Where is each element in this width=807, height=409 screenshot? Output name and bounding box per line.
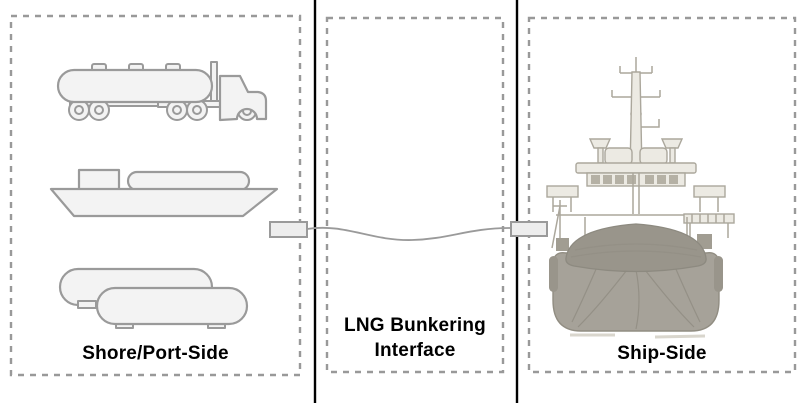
truck-tank-body xyxy=(56,68,214,104)
bunkering-hose-icon xyxy=(269,221,548,241)
truck-cab xyxy=(218,74,268,122)
lng-storage-tanks-icon xyxy=(58,267,249,329)
ship-bow-fender xyxy=(565,223,707,273)
ship-bridge-windows xyxy=(591,175,678,184)
shore-side-connector xyxy=(269,221,308,238)
lng-fuelled-ship-bow-icon xyxy=(546,57,735,339)
storage-tank-front xyxy=(95,286,249,326)
shore-zone-box xyxy=(9,14,302,377)
barge-hull xyxy=(49,187,279,218)
shore-zone-label: Shore/Port-Side xyxy=(82,343,229,364)
ship-wheelhouse xyxy=(575,147,697,187)
ship-deck-bitt xyxy=(556,238,569,251)
lng-bunker-barge-icon xyxy=(49,168,279,218)
ship-waterline-shadow xyxy=(570,333,706,339)
barge-cabin xyxy=(77,168,121,192)
ship-zone-label: Ship-Side xyxy=(617,343,707,364)
tank-foot xyxy=(77,300,97,309)
ship-side-fender xyxy=(549,256,558,292)
interface-label-line2: Interface xyxy=(374,340,456,361)
ship-fender-texture xyxy=(570,243,702,258)
ship-zone-box xyxy=(527,16,797,374)
flexible-hose-line xyxy=(306,226,512,241)
ship-side-connector xyxy=(510,221,548,237)
interface-label-line1: LNG Bunkering xyxy=(344,315,486,336)
barge-tank xyxy=(126,170,251,192)
interface-zone-label: LNG Bunkering Interface xyxy=(327,313,503,363)
interface-zone-box xyxy=(325,16,505,374)
ship-deck-structures xyxy=(546,173,735,251)
ship-searchlights xyxy=(588,138,684,164)
ship-side-fender xyxy=(714,256,723,292)
lng-tanker-truck-icon xyxy=(56,61,268,122)
